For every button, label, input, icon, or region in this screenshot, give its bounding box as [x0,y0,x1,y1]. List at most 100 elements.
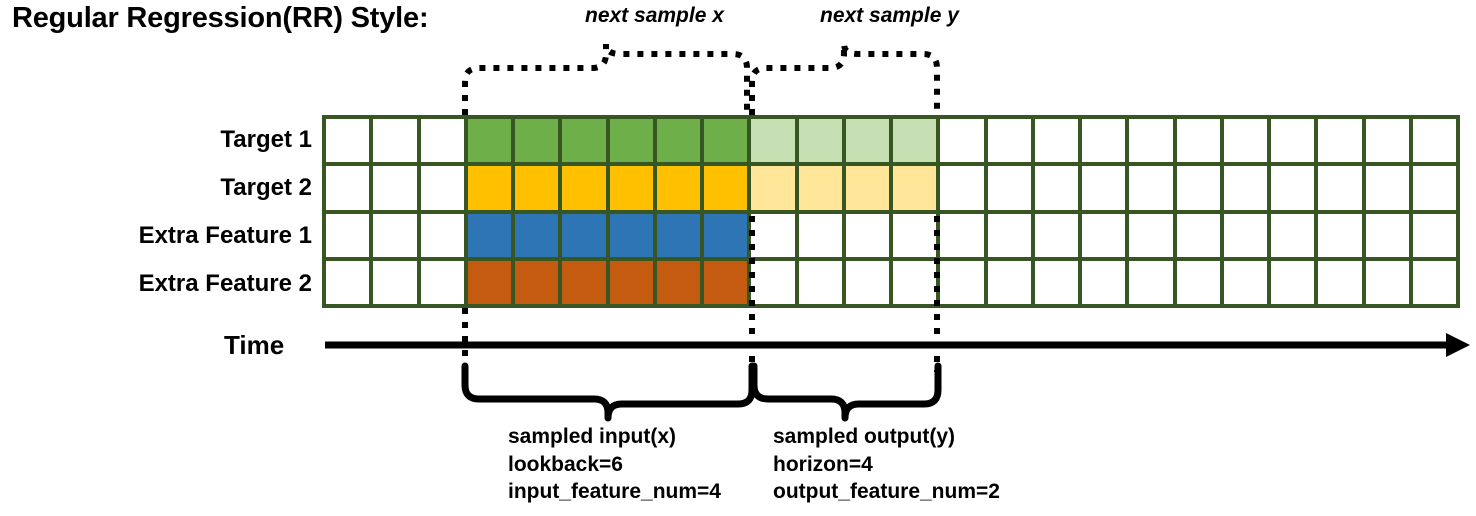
grid-cell-input [515,119,559,163]
sampled-output-horizon: horizon=4 [773,452,873,476]
sampled-input-title: sampled input(x) [508,425,677,448]
grid-row [326,213,1456,257]
grid-cell-empty [1034,166,1078,210]
grid-cell-empty [326,260,370,304]
grid-cell-empty [940,166,984,210]
grid-cell-empty [326,166,370,210]
timeseries-grid [322,115,1460,308]
grid-cell-empty [1082,119,1126,163]
grid-cell-empty [1034,260,1078,304]
row-label-target-2: Target 2 [220,174,312,201]
brace-sampled-output [750,362,942,422]
grid-cell-output [893,119,937,163]
grid-cell-empty [1318,119,1362,163]
grid-cell-empty [1271,213,1315,257]
grid-cell-empty [326,213,370,257]
annotation-next-sample-y: next sample y [820,4,959,27]
grid-cell-empty [1318,213,1362,257]
grid-cell-input [562,166,606,210]
dotted-brace-next-sample-x [462,43,750,115]
grid-row [326,119,1456,163]
time-axis-label: Time [224,330,285,360]
grid-row [326,260,1456,304]
grid-cell-output [845,119,889,163]
grid-cell-input [609,213,653,257]
annotation-sampled-output: sampled output(y) horizon=4 output_featu… [773,423,1000,506]
annotation-next-sample-x: next sample x [585,4,724,27]
grid-cell-empty [893,260,937,304]
grid-cell-empty [1176,260,1220,304]
grid-cell-empty [1082,213,1126,257]
brace-sampled-input [461,362,756,422]
grid-cell-empty [1318,260,1362,304]
page-title: Regular Regression(RR) Style: [12,2,429,34]
grid-cell-empty [987,213,1031,257]
grid-cell-empty [751,213,795,257]
grid-cell-empty [420,260,464,304]
grid-cell-input [704,119,748,163]
grid-cell-empty [1176,166,1220,210]
grid-cell-output [751,119,795,163]
grid-cell-input [562,213,606,257]
grid-cell-empty [420,166,464,210]
grid-cell-output [751,166,795,210]
grid-cell-input [609,166,653,210]
grid-cell-input [467,213,511,257]
grid-cell-empty [798,213,842,257]
grid-cell-empty [1223,166,1267,210]
grid-cell-empty [1365,119,1409,163]
grid-cell-input [656,260,700,304]
grid-cell-empty [1223,119,1267,163]
grid-cell-output [798,166,842,210]
grid-cell-input [609,119,653,163]
sampled-output-title: sampled output(y) [773,425,955,448]
grid-cell-empty [373,119,417,163]
grid-cell-input [515,260,559,304]
grid-cell-empty [1223,260,1267,304]
grid-cell-empty [1365,213,1409,257]
grid-cell-empty [1129,260,1173,304]
grid-cell-empty [1412,166,1456,210]
grid-cell-empty [1034,213,1078,257]
grid-cell-empty [373,260,417,304]
row-label-extra-feature-1: Extra Feature 1 [138,222,312,249]
grid-cell-empty [326,119,370,163]
sampled-input-lookback: lookback=6 [508,452,623,476]
grid-cell-input [704,213,748,257]
grid-row [326,166,1456,210]
grid-cell-empty [1176,213,1220,257]
grid-cell-input [515,166,559,210]
grid-cell-empty [987,119,1031,163]
grid-cell-empty [845,213,889,257]
grid-cell-empty [893,213,937,257]
grid-cell-input [704,260,748,304]
grid-cell-empty [940,260,984,304]
grid-cell-empty [1223,213,1267,257]
grid-cell-input [609,260,653,304]
grid-cell-empty [1129,213,1173,257]
grid-cell-input [467,166,511,210]
grid-cell-empty [420,213,464,257]
grid-cell-input [467,260,511,304]
grid-cell-output [845,166,889,210]
grid-cell-empty [1129,119,1173,163]
grid-cell-empty [987,260,1031,304]
grid-cell-empty [420,119,464,163]
grid-cell-empty [751,260,795,304]
grid-cell-empty [1365,260,1409,304]
grid-cell-empty [940,213,984,257]
grid-cell-empty [373,213,417,257]
grid-cell-empty [1082,166,1126,210]
row-label-target-1: Target 1 [220,126,312,153]
grid-cell-empty [373,166,417,210]
grid-cell-empty [1412,260,1456,304]
grid-cell-empty [1271,166,1315,210]
row-label-extra-feature-2: Extra Feature 2 [138,270,312,297]
grid-cell-empty [1129,166,1173,210]
grid-cell-empty [1034,119,1078,163]
grid-cell-input [656,166,700,210]
grid-cell-empty [987,166,1031,210]
grid-cell-input [467,119,511,163]
grid-cell-empty [1318,166,1362,210]
sampled-output-feature-num: output_feature_num=2 [773,480,1000,504]
